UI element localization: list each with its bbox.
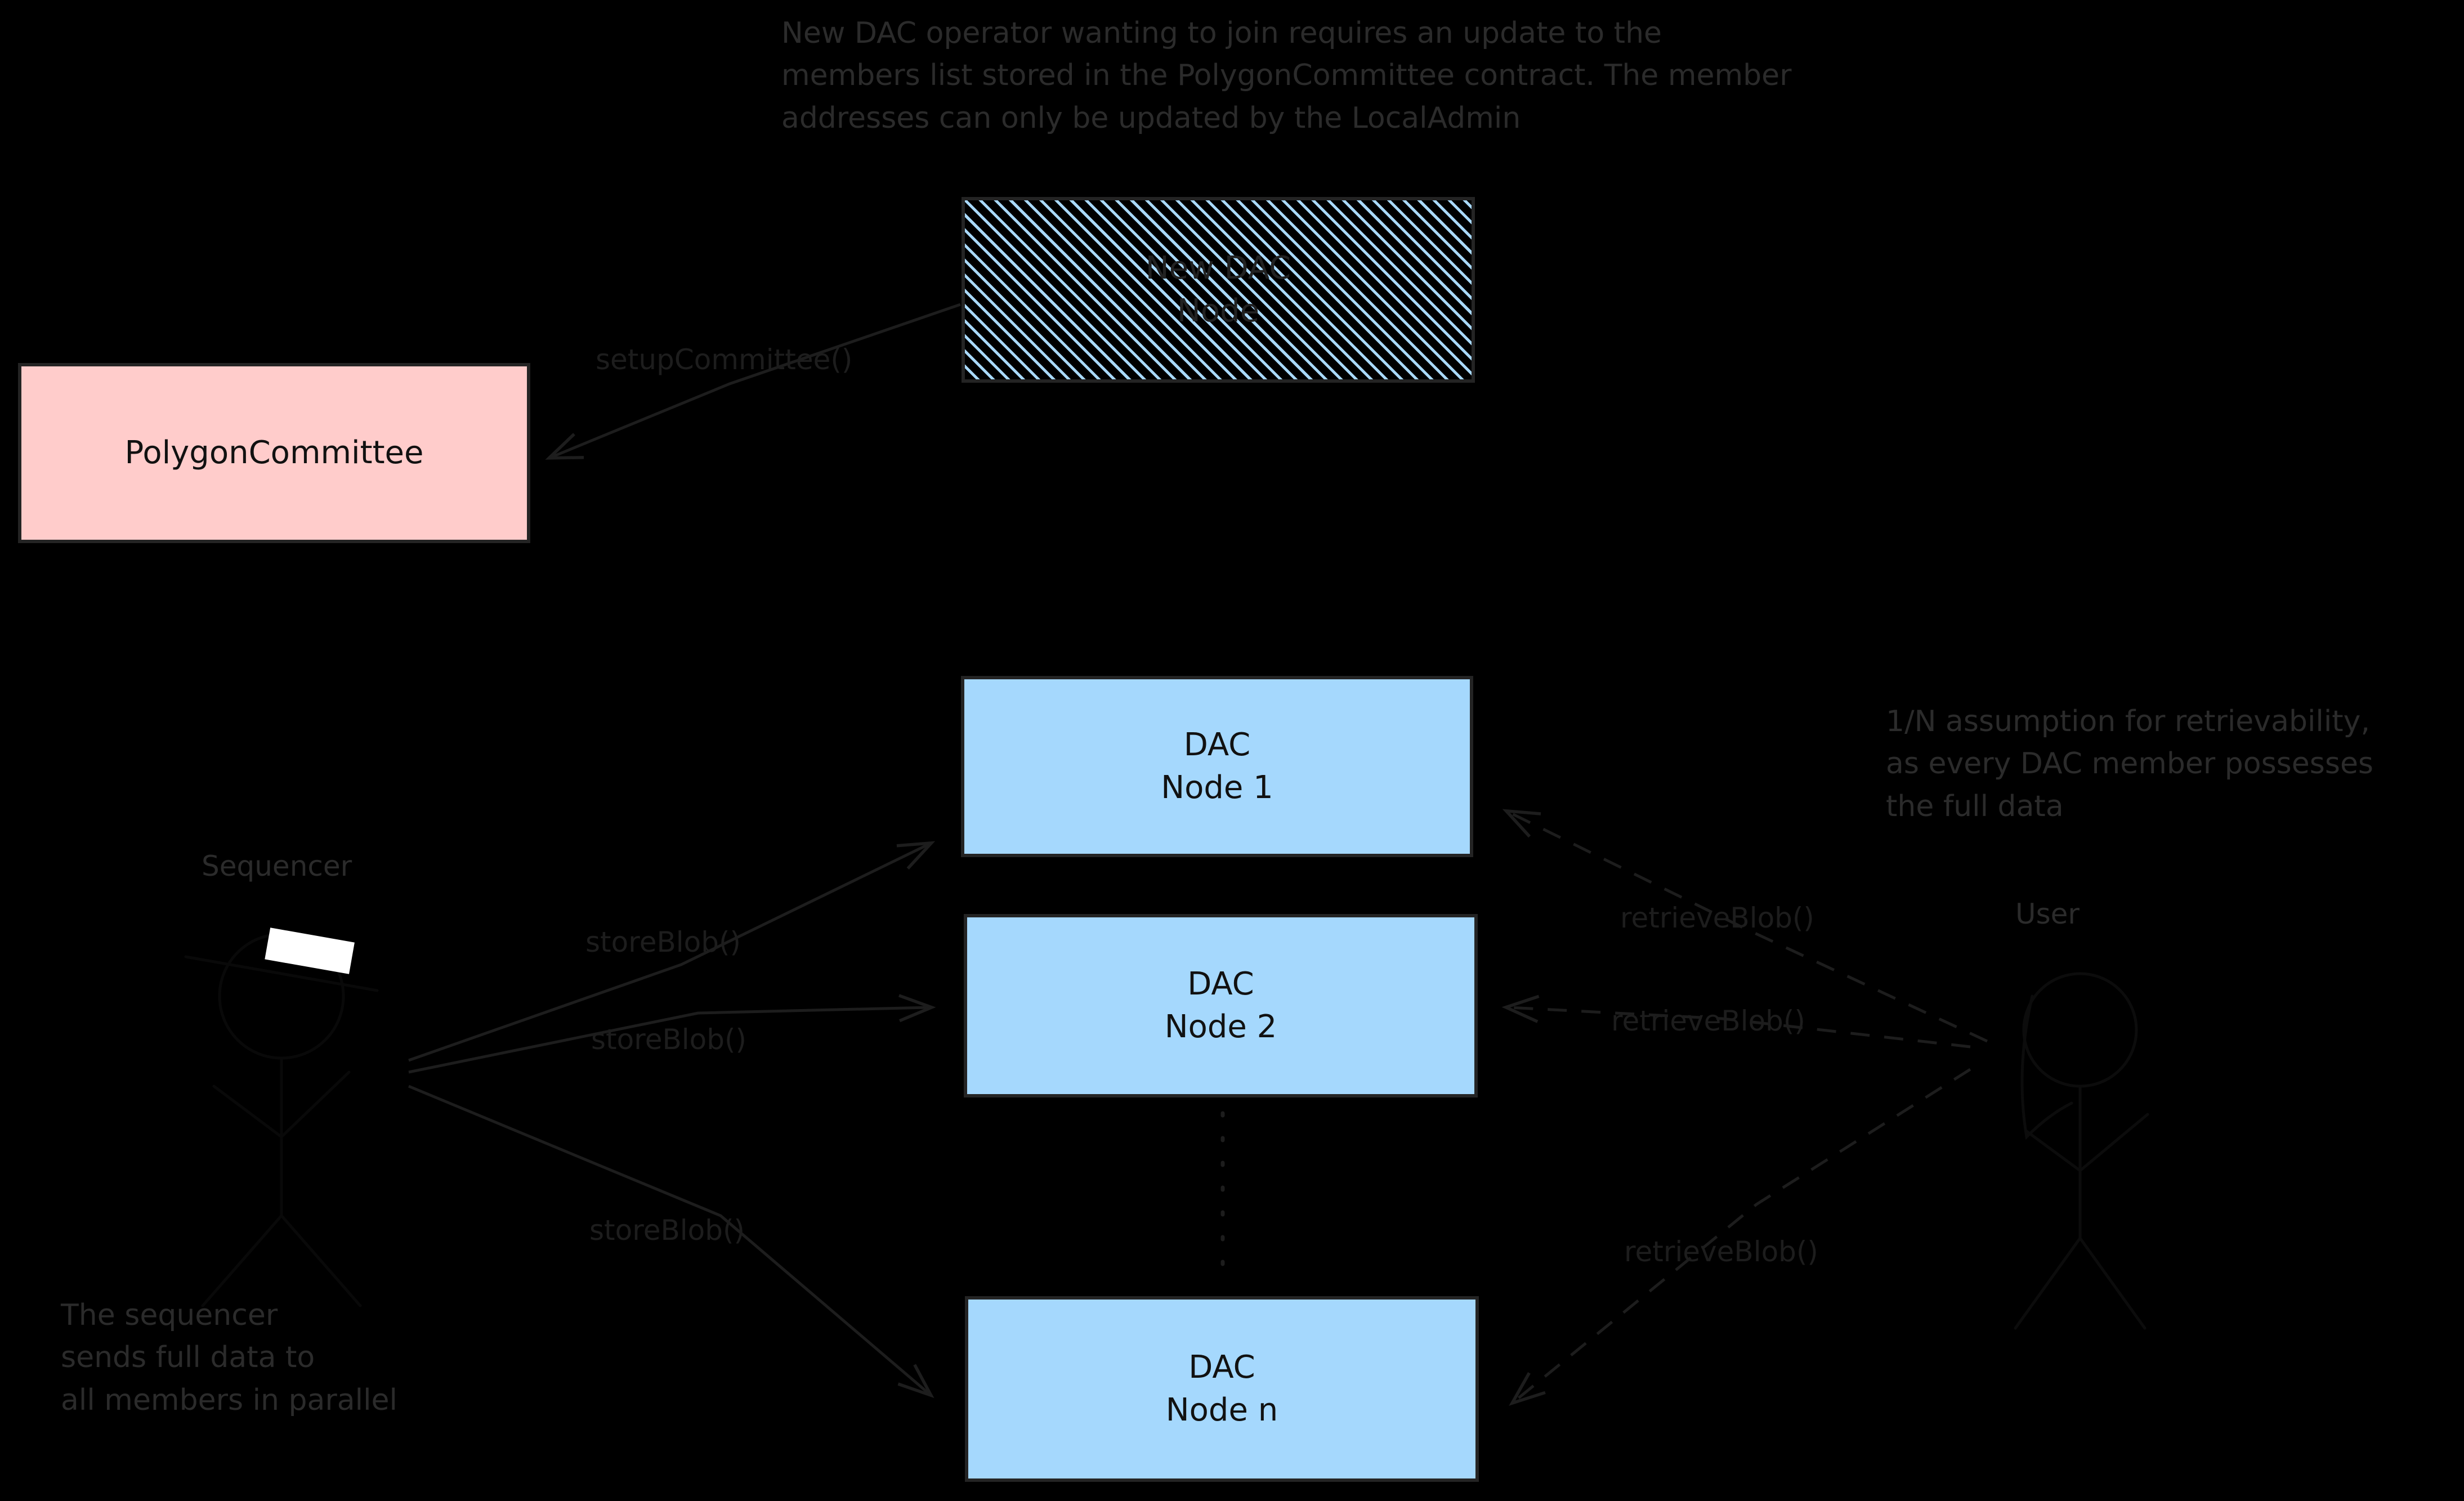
note-top: New DAC operator wanting to join require… — [781, 16, 1792, 135]
node-dac-1-line1: DAC — [1183, 727, 1251, 764]
edge-retrieve-blob-2 — [1509, 1007, 1971, 1049]
node-polygon-committee[interactable]: PolygonCommittee — [18, 363, 530, 543]
hatch-pattern — [965, 200, 1472, 379]
node-dac-2-line1: DAC — [1187, 966, 1254, 1003]
edge-store-blob-n — [408, 1085, 929, 1394]
node-dac-2[interactable]: DAC Node 2 — [964, 914, 1478, 1097]
note-right: 1/N assumption for retrievability, as ev… — [1886, 705, 2374, 823]
node-dac-n-line2: Node n — [1165, 1392, 1278, 1428]
node-new-dac-line1: New DAC — [1145, 250, 1291, 287]
edge-retrieve-blob-n — [1514, 1068, 1971, 1401]
sequencer-figure — [184, 933, 379, 1307]
edge-retrieve-blob-1 — [1509, 812, 1988, 1043]
sequencer-screen-icon — [265, 928, 355, 974]
edge-store-blob-1 — [408, 844, 929, 1062]
edge-setup-committee — [552, 303, 961, 457]
edge-label-store-blob-1: storeBlob() — [585, 926, 741, 958]
node-dac-n-line1: DAC — [1188, 1349, 1255, 1386]
node-polygon-committee-label: PolygonCommittee — [124, 434, 424, 472]
note-bottom-left: The sequencer sends full data to all mem… — [61, 1298, 397, 1417]
edge-label-store-blob-2: storeBlob() — [591, 1023, 747, 1056]
node-new-dac-line2: Node — [1177, 293, 1260, 329]
edge-label-retrieve-blob-n: retrieveBlob() — [1624, 1235, 1818, 1268]
node-new-dac-node[interactable]: New DAC Node — [962, 197, 1475, 383]
edge-label-store-blob-n: storeBlob() — [589, 1214, 745, 1247]
user-label: User — [2015, 898, 2080, 930]
node-dac-n[interactable]: DAC Node n — [965, 1296, 1479, 1482]
node-dac-1[interactable]: DAC Node 1 — [961, 676, 1473, 857]
node-dac-1-line2: Node 1 — [1161, 769, 1273, 806]
edge-label-retrieve-blob-2: retrieveBlob() — [1611, 1005, 1805, 1037]
sequencer-label: Sequencer — [202, 850, 352, 882]
edge-label-setup-committee: setupCommittee() — [596, 343, 853, 376]
user-figure — [2014, 972, 2149, 1330]
node-dac-2-line2: Node 2 — [1164, 1009, 1277, 1045]
edge-store-blob-2 — [408, 1007, 929, 1074]
edge-label-retrieve-blob-1: retrieveBlob() — [1620, 902, 1814, 934]
